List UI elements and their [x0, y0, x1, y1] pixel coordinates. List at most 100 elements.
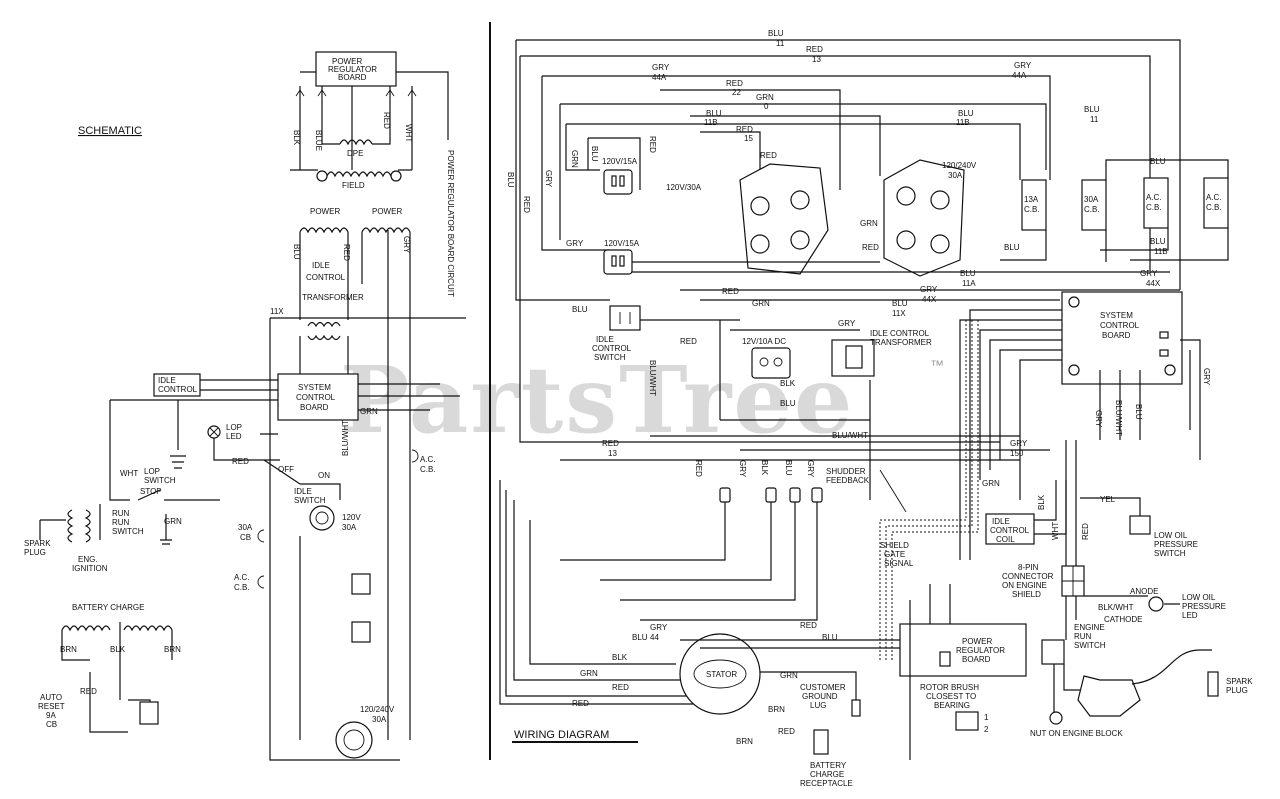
w-red13: RED: [806, 45, 823, 54]
w-power-reg-board: [899, 623, 1027, 677]
sch-blu11x: 11X: [270, 307, 284, 316]
w-blk55: BLK: [780, 379, 796, 388]
w-bcr-l3: RECEPTACLE: [800, 779, 853, 788]
w-red16-st: RED: [612, 683, 629, 692]
w-red-plug: RED: [694, 460, 703, 477]
w-8pin-l2: CONNECTOR: [1002, 572, 1054, 581]
sch-grn: GRN: [164, 517, 182, 526]
w-ers-l2: RUN: [1074, 632, 1092, 641]
w-cb13-l2: C.B.: [1024, 205, 1040, 214]
w-blu-sb: BLU: [1134, 404, 1143, 420]
w-sys-l1: SYSTEM: [1100, 311, 1133, 320]
w-ic-l3: COIL: [996, 535, 1015, 544]
w-blu11x: BLU: [892, 299, 908, 308]
sch-idle-sw-l2: SWITCH: [294, 496, 326, 505]
w-grn-mid: GRN: [752, 299, 770, 308]
w-red13-low: RED: [602, 439, 619, 448]
sch-battery-charge: BATTERY CHARGE: [72, 603, 144, 612]
w-shield-l1: SHIELD: [880, 541, 909, 550]
w-bluwht-sb: BLU/WHT: [1114, 400, 1123, 436]
w-0: 0: [764, 102, 769, 111]
sch-run-l2: RUN: [112, 518, 130, 527]
schematic-idle-coil: [153, 373, 201, 397]
w-grn-st2: GRN: [780, 671, 798, 680]
sch-sys-l3: BOARD: [300, 403, 329, 412]
sch-idle-tr-l1: IDLE: [312, 261, 330, 270]
w-cg-l1: CUSTOMER: [800, 683, 846, 692]
w-minus: 2: [984, 725, 989, 734]
w-gry10: GRY: [838, 319, 856, 328]
w-8pin-l3: ON ENGINE: [1002, 581, 1047, 590]
sch-coil-l1: IDLE: [158, 376, 176, 385]
w-gry56: GRY: [1202, 368, 1211, 386]
sch-on: ON: [318, 471, 330, 480]
sch-red15: RED: [80, 687, 97, 696]
sch-wire-blue: BLUE: [314, 130, 323, 151]
w-prb-l2: REGULATOR: [956, 646, 1005, 655]
sch-lop-led-l2: LED: [226, 432, 242, 441]
w-brush-l3: BEARING: [934, 701, 970, 710]
w-44a: 44A: [652, 73, 667, 82]
w-idle-tr-l2: TRANSFORMER: [870, 338, 932, 347]
w-8pin-l4: SHIELD: [1012, 590, 1041, 599]
w-spark-l1: SPARK: [1226, 677, 1253, 686]
sch-off: OFF: [278, 465, 294, 474]
w-11x: 11X: [892, 309, 906, 318]
sch-reg-l1: POWER: [332, 57, 362, 66]
sch-run-l3: SWITCH: [112, 527, 144, 536]
w-gry-sb: GRY: [1094, 410, 1103, 428]
w-44x: 44X: [922, 295, 937, 304]
w-gry150: GRY: [1010, 439, 1028, 448]
sch-wire-wht: WHT: [404, 124, 413, 142]
w-lop-led-l1: LOW OIL: [1182, 593, 1216, 602]
w-11b: 11B: [704, 118, 718, 127]
w-lop-sw-l2: PRESSURE: [1154, 540, 1198, 549]
sch-auto-l2: RESET: [38, 702, 65, 711]
w-brush-l1: ROTOR BRUSH: [920, 683, 979, 692]
sch-grn-wire: GRN: [360, 407, 378, 416]
w-gry44-st: GRY: [650, 623, 668, 632]
w-blu11-dc: BLU: [780, 399, 796, 408]
sch-stop: STOP: [140, 487, 162, 496]
w-wht-8p: WHT: [1051, 522, 1060, 540]
w-recept-15a-bot: 120V/15A: [604, 239, 640, 248]
w-red6: RED: [800, 621, 817, 630]
sch-30a-l2: CB: [240, 533, 251, 542]
sch-120v-l1: 120V: [342, 513, 361, 522]
w-cbac-b-l2: C.B.: [1206, 203, 1222, 212]
w-idle-coil: [985, 513, 1035, 545]
sch-blu: BLU: [292, 244, 301, 260]
sch-field: FIELD: [342, 181, 365, 190]
w-ic-l2: CONTROL: [990, 526, 1030, 535]
sch-run-l1: RUN: [112, 509, 130, 518]
w-13-low: 13: [608, 449, 617, 458]
sch-120240-l2: 30A: [372, 715, 387, 724]
watermark-trademark: ™: [930, 357, 944, 373]
w-red22-st: RED: [572, 699, 589, 708]
w-recept-15a-top: 120V/15A: [602, 157, 638, 166]
sch-30a-l1: 30A: [238, 523, 253, 532]
w-cb30-l1: 30A: [1084, 195, 1099, 204]
w-blkwht: BLK/WHT: [1098, 603, 1134, 612]
w-brn66: BRN: [768, 705, 785, 714]
w-idle-sw-l2: CONTROL: [592, 344, 632, 353]
sch-reg-l3: BOARD: [338, 73, 367, 82]
w-gry44x: GRY: [920, 285, 938, 294]
sch-auto-l3: 9A: [46, 711, 56, 720]
w-red16: RED: [778, 727, 795, 736]
w-blu-l2: BLU: [590, 146, 599, 162]
w-red13-l: RED: [522, 196, 531, 213]
w-gry44a-recept: GRY: [566, 239, 584, 248]
w-system-board: [1061, 291, 1183, 385]
w-cg-l2: GROUND: [802, 692, 838, 701]
w-cbac-a-l1: A.C.: [1146, 193, 1162, 202]
sch-bluwht: BLU/WHT: [341, 420, 350, 456]
wiring-panel: WIRING DIAGRAM BLU 11 RED 13 GRY 44A GRY…: [499, 29, 1253, 788]
w-spark-l2: PLUG: [1226, 686, 1248, 695]
sch-dpe: DPE: [347, 149, 363, 158]
w-8pin-l1: 8-PIN: [1018, 563, 1039, 572]
w-red22-30a: RED: [760, 151, 777, 160]
sch-brn66: BRN: [60, 645, 77, 654]
w-recept-240-l2: 30A: [948, 171, 963, 180]
